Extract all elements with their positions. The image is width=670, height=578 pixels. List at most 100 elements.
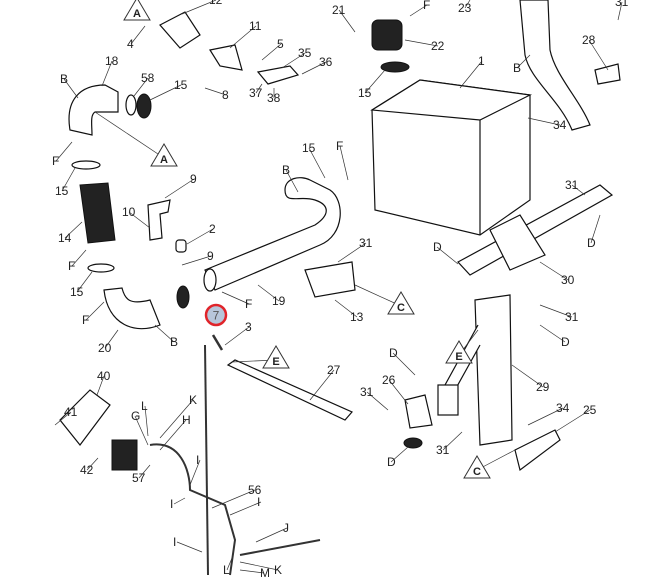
callout-41[interactable]: 41	[64, 405, 78, 419]
callout-5[interactable]: 5	[277, 37, 284, 51]
leader-line	[226, 557, 233, 571]
mount-2	[175, 239, 187, 253]
leader-line	[55, 141, 73, 162]
bracket-10	[147, 199, 171, 241]
leader-line	[390, 446, 409, 463]
callout-31[interactable]: 31	[565, 178, 579, 192]
reference-triangle	[445, 340, 473, 364]
callout-15[interactable]: 15	[70, 285, 84, 299]
callout-11[interactable]: 11	[249, 19, 262, 33]
callout-9[interactable]: 9	[207, 249, 214, 263]
leader-line	[442, 431, 463, 451]
reference-b[interactable]: B	[513, 61, 521, 75]
reference-d[interactable]: D	[433, 240, 442, 254]
seal-58	[125, 94, 137, 116]
callout-40[interactable]: 40	[97, 369, 111, 383]
callout-12[interactable]: 12	[209, 0, 223, 7]
clamp-15b	[71, 160, 101, 170]
leader-line	[409, 4, 428, 17]
callout-42[interactable]: 42	[80, 463, 94, 477]
callout-58[interactable]: 58	[141, 71, 155, 85]
callout-1[interactable]: 1	[478, 54, 485, 68]
pipe-end	[203, 268, 217, 292]
callout-18[interactable]: 18	[105, 54, 119, 68]
callout-26[interactable]: 26	[382, 373, 396, 387]
reference-k[interactable]: K	[189, 393, 197, 407]
callout-8[interactable]: 8	[222, 88, 229, 102]
callout-31[interactable]: 31	[565, 310, 579, 324]
reference-g[interactable]: G	[131, 409, 140, 423]
callout-13[interactable]: 13	[350, 310, 364, 324]
callout-31[interactable]: 31	[359, 236, 373, 250]
callout-7-highlight[interactable]: 7	[204, 303, 228, 327]
reference-d[interactable]: D	[387, 455, 396, 469]
highlight-ring[interactable]	[204, 303, 228, 327]
leader-line	[354, 284, 402, 307]
callout-19[interactable]: 19	[272, 294, 286, 308]
callout-3[interactable]: 3	[245, 320, 252, 334]
callout-27[interactable]: 27	[327, 363, 341, 377]
callout-37[interactable]: 37	[249, 86, 263, 100]
callout-31[interactable]: 31	[360, 385, 374, 399]
callout-28[interactable]: 28	[582, 33, 596, 47]
callout-29[interactable]: 29	[536, 380, 550, 394]
callout-15[interactable]: 15	[174, 78, 188, 92]
reference-c[interactable]: C	[397, 302, 405, 314]
leader-line	[239, 561, 279, 571]
reference-h[interactable]: H	[182, 413, 191, 427]
reference-b[interactable]: B	[60, 72, 68, 86]
callout-14[interactable]: 14	[58, 231, 72, 245]
reference-c[interactable]: C	[473, 466, 481, 478]
callout-15[interactable]: 15	[358, 86, 372, 100]
callout-30[interactable]: 30	[561, 273, 575, 287]
callout-23[interactable]: 23	[458, 1, 472, 15]
callout-36[interactable]: 36	[319, 55, 333, 69]
callout-15[interactable]: 15	[302, 141, 316, 155]
leader-line	[130, 25, 146, 45]
reference-e[interactable]: E	[455, 351, 462, 363]
callout-34[interactable]: 34	[553, 118, 567, 132]
leader-line	[281, 52, 306, 69]
callout-21[interactable]: 21	[332, 3, 346, 17]
callout-2[interactable]: 2	[209, 222, 216, 236]
reference-f[interactable]: F	[245, 297, 252, 311]
reference-m[interactable]: M	[260, 566, 270, 578]
callout-31[interactable]: 31	[436, 443, 450, 457]
reference-d[interactable]: D	[389, 346, 398, 360]
reference-l[interactable]: L	[223, 563, 230, 577]
reference-f[interactable]: F	[336, 139, 343, 153]
reference-a[interactable]: A	[133, 8, 141, 20]
reference-b[interactable]: B	[170, 335, 178, 349]
reference-j[interactable]: J	[283, 521, 289, 535]
reference-f[interactable]: F	[82, 313, 89, 327]
callout-56[interactable]: 56	[248, 483, 262, 497]
callout-10[interactable]: 10	[122, 205, 136, 219]
reference-i[interactable]: I	[170, 497, 173, 511]
reference-a[interactable]: A	[160, 154, 168, 166]
callout-25[interactable]: 25	[583, 403, 597, 417]
callout-22[interactable]: 22	[431, 39, 445, 53]
callout-9[interactable]: 9	[190, 172, 197, 186]
reference-f[interactable]: F	[423, 0, 430, 12]
callout-38[interactable]: 38	[267, 91, 281, 105]
reference-b[interactable]: B	[282, 163, 290, 177]
reference-d[interactable]: D	[587, 236, 596, 250]
callout-4[interactable]: 4	[127, 37, 134, 51]
reference-i[interactable]: I	[196, 453, 199, 467]
reference-k[interactable]: K	[274, 563, 282, 577]
reference-i[interactable]: I	[173, 535, 176, 549]
reference-d[interactable]: D	[561, 335, 570, 349]
reference-i[interactable]: I	[257, 495, 260, 509]
callout-7[interactable]: 7	[213, 309, 220, 323]
callout-15[interactable]: 15	[55, 184, 69, 198]
reference-l[interactable]: L	[141, 399, 148, 413]
reference-e[interactable]: E	[272, 356, 279, 368]
callout-35[interactable]: 35	[298, 46, 312, 60]
reference-f[interactable]: F	[52, 154, 59, 168]
callout-20[interactable]: 20	[98, 341, 112, 355]
reference-f[interactable]: F	[68, 259, 75, 273]
callout-31[interactable]: 31	[615, 0, 629, 9]
leader-line	[590, 214, 601, 244]
callout-34[interactable]: 34	[556, 401, 570, 415]
callout-57[interactable]: 57	[132, 471, 146, 485]
